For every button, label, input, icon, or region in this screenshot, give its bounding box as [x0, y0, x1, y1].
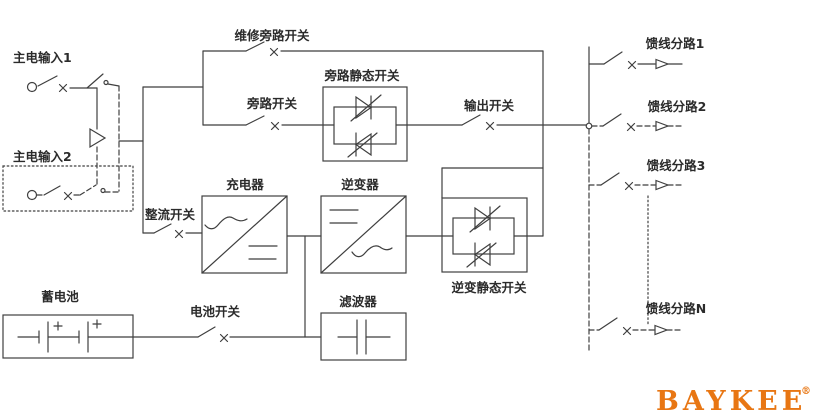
mains-input-2-branch [2, 165, 134, 212]
registered-trademark-icon: ® [801, 386, 811, 397]
inverter-box [320, 195, 407, 274]
bypass-line [202, 115, 335, 131]
bypass-static-switch-block [322, 86, 408, 162]
ac-wave-icon [351, 245, 393, 258]
input-transfer-linkage [89, 85, 144, 192]
baykee-logo-text: BAYKEE [656, 386, 806, 417]
input-terminal-icon [26, 189, 38, 201]
charger-block [201, 195, 288, 274]
optional-input-enclosure [2, 165, 134, 212]
feeder-row [591, 113, 682, 132]
label-feeder-branch-1: 馈线分路1 [646, 36, 705, 51]
label-charger: 充电器 [226, 177, 264, 192]
arrow-icon [654, 324, 669, 336]
label-main-input-1: 主电输入1 [13, 50, 72, 65]
arrow-icon [655, 179, 670, 191]
breaker-blade-icon [37, 75, 58, 87]
input-terminal-icon [26, 81, 38, 93]
scr-down-icon [347, 132, 378, 158]
breaker-x-icon [63, 191, 73, 201]
label-main-input-2: 主电输入2 [13, 149, 72, 164]
charger-box [201, 195, 288, 274]
inverter-output-riser [441, 50, 544, 237]
label-battery: 蓄电池 [41, 289, 79, 304]
breaker-x-icon [485, 121, 495, 131]
label-filter: 滤波器 [339, 294, 377, 309]
feeder-row [588, 317, 681, 336]
battery-block [2, 314, 134, 359]
label-bypass-switch: 旁路开关 [246, 96, 298, 111]
label-inverter-static-switch: 逆变静态开关 [451, 280, 527, 295]
breaker-blade-icon [600, 172, 620, 186]
filter-box [320, 312, 407, 361]
inverter-block [320, 195, 407, 274]
breaker-x-icon [622, 326, 632, 336]
contact-dot-icon [103, 79, 109, 86]
mains-input-1-branch [26, 73, 120, 93]
arrow-icon [655, 58, 670, 70]
breaker-x-icon [624, 181, 634, 191]
changeover-blade-icon [86, 73, 104, 89]
label-battery-switch: 电池开关 [190, 304, 241, 319]
feeder-row [588, 51, 683, 70]
static-switch-outer-box [322, 86, 408, 162]
arrow-icon [655, 120, 670, 132]
scr-down-icon [466, 242, 497, 268]
scr-up-icon [469, 205, 501, 233]
breaker-blade-icon [245, 115, 265, 126]
dc-bars-icon [248, 245, 278, 260]
label-inverter: 逆变器 [341, 177, 379, 192]
bus-node-icon [585, 122, 593, 130]
breaker-blade-icon [461, 114, 481, 126]
converter-diagonal [320, 195, 407, 274]
label-feeder-branch-n: 馈线分路N [646, 301, 706, 316]
label-feeder-branch-3: 馈线分路3 [647, 158, 706, 173]
contact-dot-icon [100, 187, 106, 194]
breaker-blade-icon [43, 185, 61, 196]
interlock-triangle-icon [89, 127, 107, 149]
output-bus [585, 46, 649, 354]
breaker-x-icon [219, 333, 229, 343]
breaker-blade-icon [602, 113, 622, 127]
breaker-blade-icon [598, 317, 618, 331]
label-feeder-branch-2: 馈线分路2 [648, 99, 707, 114]
scr-up-icon [350, 94, 382, 122]
breaker-blade-icon [603, 51, 623, 65]
breaker-blade-icon [153, 223, 172, 234]
battery-cells-icon [17, 319, 134, 353]
input-trunk [142, 50, 204, 234]
breaker-blade-icon [197, 326, 216, 338]
breaker-blade-icon [245, 41, 265, 52]
label-rectifier-switch: 整流开关 [145, 207, 196, 222]
label-output-switch: 输出开关 [464, 98, 515, 113]
dc-bus-link [286, 235, 322, 338]
breaker-x-icon [174, 229, 184, 239]
breaker-x-icon [269, 47, 279, 57]
brand-logo: BAYKEE ® [656, 386, 811, 417]
filter-block [320, 312, 407, 361]
label-maintenance-bypass-switch: 维修旁路开关 [234, 28, 310, 43]
static-switch-outer-box [441, 197, 528, 273]
breaker-x-icon [627, 60, 637, 70]
breaker-x-icon [626, 122, 636, 132]
maintenance-bypass-line [202, 41, 544, 57]
inverter-static-switch-block [405, 197, 544, 273]
output-line [395, 114, 587, 131]
converter-diagonal [201, 195, 288, 274]
capacitor-icon [337, 319, 391, 355]
breaker-x-icon [58, 83, 68, 93]
dc-bars-icon [329, 209, 359, 224]
battery-switch-line [132, 326, 322, 343]
label-bypass-static-switch: 旁路静态开关 [323, 68, 400, 83]
rectifier-switch-line [142, 223, 203, 239]
ac-wave-icon [204, 216, 248, 230]
feeder-row [588, 172, 682, 191]
breaker-x-icon [270, 121, 280, 131]
changeover-blade-icon [79, 184, 97, 196]
